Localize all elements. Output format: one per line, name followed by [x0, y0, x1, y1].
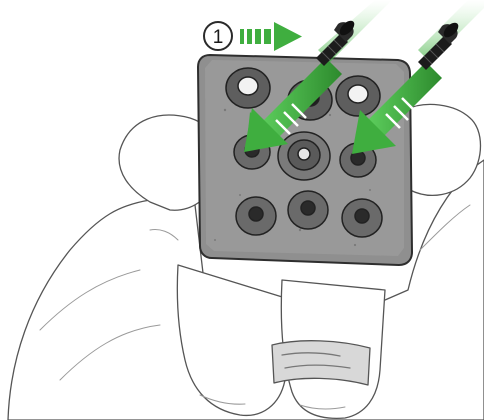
hole-bottom-left	[236, 197, 276, 235]
step-number: 1	[213, 27, 224, 48]
step-indicator: 1	[204, 22, 302, 51]
hole-bottom-center	[288, 191, 328, 229]
hole-center	[278, 132, 330, 180]
direction-arrow-right-icon	[240, 22, 302, 51]
finger-ring	[272, 341, 370, 385]
hole-top-right	[336, 76, 380, 116]
hole-bottom-right	[342, 199, 382, 237]
hole-top-left	[226, 68, 270, 108]
